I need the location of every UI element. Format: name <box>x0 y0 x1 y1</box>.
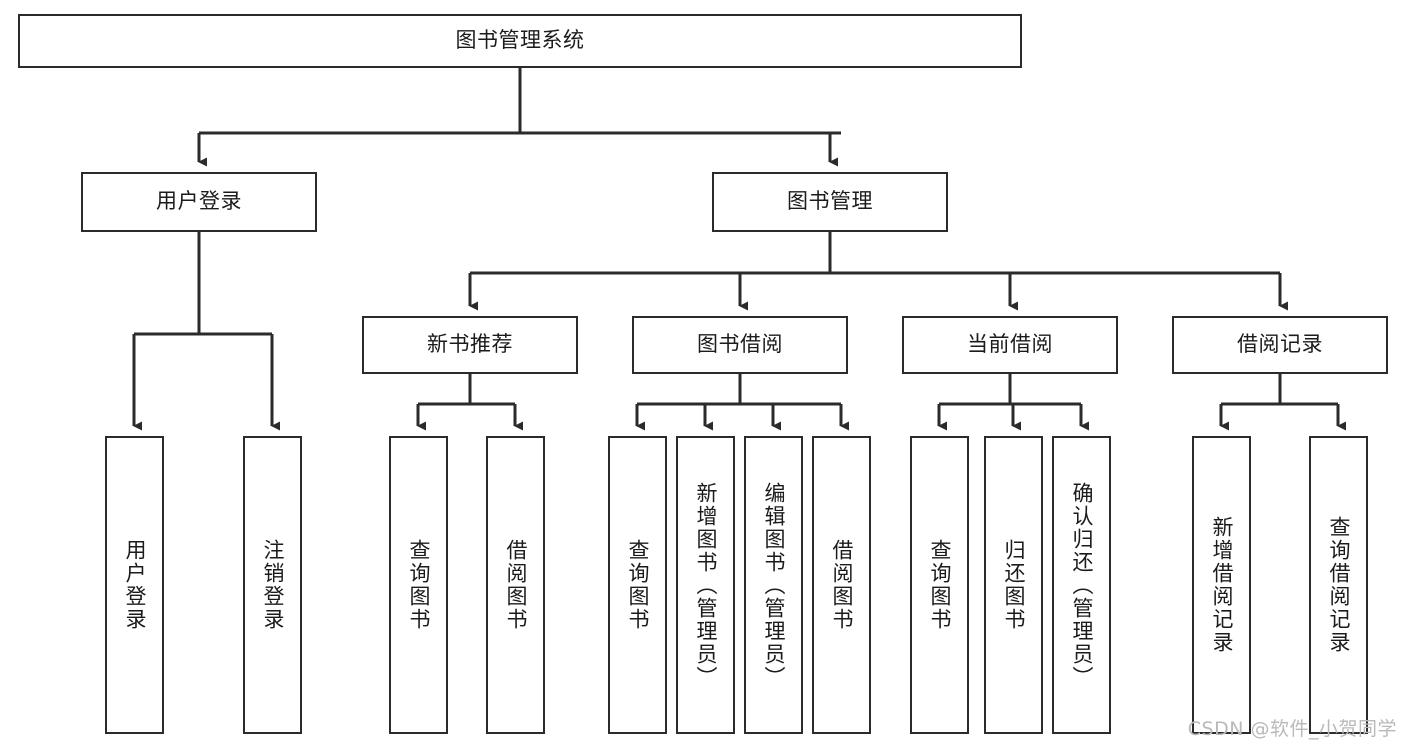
node-leaf-borrow-book-label: 借阅图书 <box>830 539 854 631</box>
node-new-book-recommend[interactable]: 新书推荐 <box>362 316 578 374</box>
node-leaf-borrow-book-recommend-label: 借阅图书 <box>504 539 528 631</box>
node-user-login[interactable]: 用户登录 <box>81 172 317 232</box>
node-leaf-user-login[interactable]: 用户登录 <box>105 436 164 734</box>
node-leaf-confirm-return-label: 确认归还（管理员） <box>1070 481 1094 689</box>
node-leaf-confirm-return[interactable]: 确认归还（管理员） <box>1052 436 1111 734</box>
node-borrow-records[interactable]: 借阅记录 <box>1172 316 1388 374</box>
node-leaf-return-book[interactable]: 归还图书 <box>984 436 1043 734</box>
node-current-borrow[interactable]: 当前借阅 <box>902 316 1118 374</box>
node-leaf-query-book-borrow[interactable]: 查询图书 <box>608 436 667 734</box>
node-root-label: 图书管理系统 <box>455 28 585 53</box>
node-leaf-edit-book[interactable]: 编辑图书（管理员） <box>744 436 803 734</box>
current-borrow-to-leaves-connectors <box>937 374 1089 431</box>
node-leaf-query-book-current-label: 查询图书 <box>928 539 952 631</box>
node-book-borrow[interactable]: 图书借阅 <box>632 316 848 374</box>
node-leaf-query-book-recommend-label: 查询图书 <box>407 539 431 631</box>
node-leaf-query-book-current[interactable]: 查询图书 <box>910 436 969 734</box>
node-leaf-add-borrow-record-label: 新增借阅记录 <box>1210 516 1234 654</box>
node-leaf-query-book-recommend[interactable]: 查询图书 <box>389 436 448 734</box>
watermark-text: CSDN @软件_小贺同学 <box>1187 718 1397 740</box>
node-leaf-user-logout-label: 注销登录 <box>261 539 285 631</box>
user-login-to-leaves-connectors <box>132 232 280 431</box>
node-leaf-borrow-book-recommend[interactable]: 借阅图书 <box>486 436 545 734</box>
node-user-login-label: 用户登录 <box>156 189 242 214</box>
node-leaf-add-book[interactable]: 新增图书（管理员） <box>676 436 735 734</box>
node-borrow-records-label: 借阅记录 <box>1237 332 1323 357</box>
node-book-management-label: 图书管理 <box>787 189 873 214</box>
root-to-level1-connectors <box>197 68 841 167</box>
book-management-to-level2-connectors <box>468 232 1288 311</box>
borrow-records-to-leaves-connectors <box>1219 374 1346 431</box>
node-leaf-borrow-book[interactable]: 借阅图书 <box>812 436 871 734</box>
node-root[interactable]: 图书管理系统 <box>18 14 1022 68</box>
node-leaf-query-book-borrow-label: 查询图书 <box>626 539 650 631</box>
node-leaf-edit-book-label: 编辑图书（管理员） <box>762 481 786 689</box>
node-leaf-add-book-label: 新增图书（管理员） <box>694 481 718 689</box>
node-leaf-user-login-label: 用户登录 <box>123 539 147 631</box>
node-leaf-return-book-label: 归还图书 <box>1002 539 1026 631</box>
node-current-borrow-label: 当前借阅 <box>967 332 1053 357</box>
node-book-management[interactable]: 图书管理 <box>712 172 948 232</box>
node-leaf-add-borrow-record[interactable]: 新增借阅记录 <box>1192 436 1251 734</box>
node-book-borrow-label: 图书借阅 <box>697 332 783 357</box>
node-leaf-user-logout[interactable]: 注销登录 <box>243 436 302 734</box>
node-leaf-query-borrow-record[interactable]: 查询借阅记录 <box>1309 436 1368 734</box>
node-new-book-recommend-label: 新书推荐 <box>427 332 513 357</box>
new-book-recommend-to-leaves-connectors <box>416 374 523 431</box>
node-leaf-query-borrow-record-label: 查询借阅记录 <box>1327 516 1351 654</box>
book-borrow-to-leaves-connectors <box>635 374 849 431</box>
